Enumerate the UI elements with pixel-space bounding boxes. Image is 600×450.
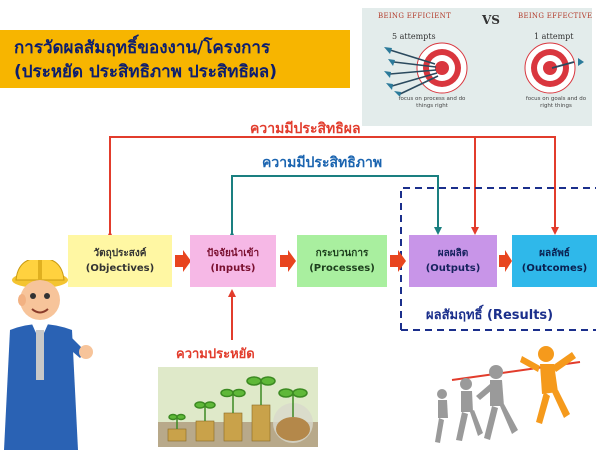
objectives-box: วัตถุประสงค์ (Objectives) [68, 235, 172, 287]
outputs-box: ผลผลิต (Outputs) [409, 235, 497, 287]
objectives-en: (Objectives) [85, 263, 155, 274]
efficient-heading: BEING EFFICIENT [378, 12, 452, 20]
effective-note: focus on goals and do right things [525, 96, 587, 109]
efficient-note: focus on process and do things right [398, 96, 466, 109]
page-title: การวัดผลสัมฤทธิ์ของงาน/โครงการ [14, 38, 271, 58]
economy-label: ความประหยัด [176, 347, 255, 362]
objectives-thai: วัตถุประสงค์ [93, 248, 147, 259]
efficient-target-icon [384, 42, 468, 96]
outcomes-en: (Outcomes) [521, 263, 588, 274]
inputs-en: (Inputs) [210, 263, 256, 274]
title-banner [0, 30, 350, 88]
efficiency-label: ความมีประสิทธิภาพ [262, 155, 383, 171]
runners-finish-illustration [435, 346, 581, 443]
effective-heading: BEING EFFECTIVE [518, 12, 593, 20]
results-label: ผลสัมฤทธิ์ (Results) [426, 308, 554, 323]
page-subtitle: (ประหยัด ประสิทธิภาพ ประสิทธิผล) [14, 62, 277, 82]
outcomes-thai: ผลลัพธ์ [539, 248, 570, 259]
outcomes-box: ผลลัพธ์ (Outcomes) [512, 235, 597, 287]
processes-en: (Processes) [309, 263, 375, 274]
effectiveness-label: ความมีประสิทธิผล [250, 121, 361, 137]
coins-plants-illustration [158, 367, 318, 447]
outputs-en: (Outputs) [425, 263, 481, 274]
effective-target-icon [524, 42, 584, 94]
engineer-illustration [4, 260, 93, 450]
efficient-attempts: 5 attempts [392, 32, 436, 41]
processes-box: กระบวนการ (Processes) [297, 235, 387, 287]
outputs-thai: ผลผลิต [437, 248, 469, 259]
vs-label: VS [482, 13, 500, 27]
inputs-box: ปัจจัยนำเข้า (Inputs) [190, 235, 276, 287]
effective-attempts: 1 attempt [534, 32, 574, 41]
processes-thai: กระบวนการ [315, 248, 369, 259]
inputs-thai: ปัจจัยนำเข้า [206, 248, 260, 259]
